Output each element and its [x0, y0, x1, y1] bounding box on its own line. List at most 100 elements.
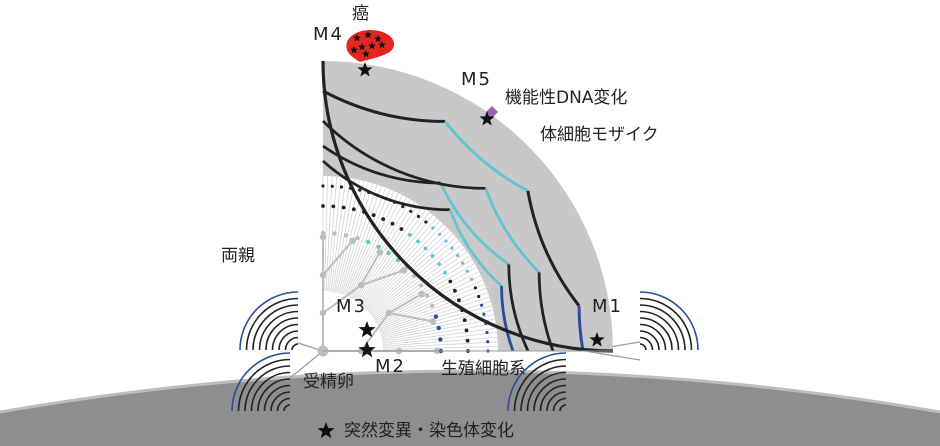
- cancer-cell-star: [374, 34, 382, 43]
- cell-dot: [371, 213, 376, 218]
- parent-arc: [250, 371, 291, 412]
- parent-arc: [639, 291, 699, 351]
- cell-node: [319, 309, 327, 317]
- parent-arc: [639, 304, 686, 351]
- cancer-cell-star: [353, 33, 361, 42]
- cell-dot: [320, 230, 326, 236]
- cell-dot: [343, 233, 349, 238]
- cell-dot: [351, 207, 356, 212]
- mutation-star: [358, 341, 376, 358]
- parent-arc: [257, 378, 291, 412]
- functional-dna-change-label: 機能性DNA変化: [505, 88, 628, 108]
- cell-node: [429, 318, 437, 325]
- mutation-star: [358, 321, 376, 338]
- cell-dot: [486, 340, 490, 344]
- tree-branch: [388, 293, 423, 314]
- cell-dot: [437, 262, 441, 266]
- lineage-arc: [321, 60, 614, 353]
- mutation-stars: [357, 62, 605, 358]
- mutation-star: [589, 332, 605, 347]
- m4-label: M4: [313, 24, 344, 45]
- parent-arc: [231, 352, 291, 412]
- parent-arc: [263, 384, 291, 412]
- lineage-arc: [526, 190, 581, 307]
- parent-arc: [271, 323, 299, 351]
- parent-arc: [559, 404, 567, 412]
- cancer-label: 癌: [352, 4, 369, 24]
- lineage-arc: [507, 264, 530, 352]
- parent-arc: [258, 310, 299, 351]
- radial-line: [348, 190, 400, 298]
- cell-dot: [477, 294, 481, 299]
- cell-dot: [399, 227, 404, 231]
- cell-node: [376, 249, 384, 256]
- cancer-cell-star: [364, 30, 372, 39]
- radial-line: [330, 174, 347, 292]
- parent-arc-right-lower: [507, 352, 567, 412]
- radial-line: [368, 235, 459, 313]
- parent-arc: [639, 336, 654, 351]
- lineage-arc: [322, 89, 446, 123]
- cell-dot: [409, 209, 413, 213]
- lineage-arc: [439, 182, 510, 266]
- cell-dot: [418, 283, 424, 288]
- cell-dot: [465, 269, 469, 273]
- cell-dot: [321, 204, 325, 208]
- parent-arc: [284, 336, 299, 351]
- cell-dot: [461, 261, 465, 265]
- cell-dot: [444, 239, 448, 243]
- cell-dot: [424, 293, 430, 298]
- parent-arc: [526, 371, 567, 412]
- radial-line: [349, 192, 405, 298]
- parent-arc: [639, 297, 693, 351]
- cell-dot: [473, 286, 477, 290]
- tree-branch: [322, 284, 362, 314]
- cell-dot: [390, 221, 395, 226]
- lineage-arc: [322, 159, 451, 212]
- cell-dot: [332, 231, 337, 236]
- somatic-mosaic-label: 体細胞モザイク: [540, 125, 659, 145]
- cell-dot: [462, 318, 467, 323]
- legend: 突然変異・染色体変化: [316, 421, 514, 441]
- tree-branch: [388, 312, 434, 323]
- cell-dot: [381, 217, 386, 222]
- cell-dot: [470, 277, 474, 281]
- cell-dot: [448, 279, 453, 284]
- lineage-arc: [448, 209, 503, 288]
- parent-arc: [244, 365, 291, 412]
- radial-line: [382, 327, 500, 344]
- dotted-arc: [320, 230, 444, 354]
- cell-node: [349, 237, 356, 245]
- radial-line: [342, 183, 383, 295]
- parent-arc: [639, 317, 673, 351]
- cell-dot: [424, 220, 428, 224]
- lineage-arc: [322, 144, 441, 185]
- radial-line: [338, 178, 370, 294]
- lineage-arc: [484, 187, 541, 274]
- cell-dot: [480, 303, 484, 307]
- radial-line: [341, 181, 379, 295]
- radial-line: [336, 177, 365, 293]
- parent-arc: [270, 391, 291, 412]
- parent-arc: [639, 330, 660, 351]
- cell-dot: [482, 312, 486, 316]
- radial-line: [361, 215, 439, 306]
- cell-dot: [450, 246, 454, 250]
- radial-line: [370, 242, 465, 315]
- radial-line: [379, 291, 491, 332]
- radial-line: [371, 246, 468, 317]
- parent-arc: [291, 343, 299, 351]
- radial-line: [381, 309, 497, 338]
- radial-line: [331, 175, 352, 292]
- radial-line: [327, 173, 338, 292]
- cell-dot: [438, 232, 442, 236]
- parent-arc: [552, 397, 567, 412]
- radial-line: [382, 322, 499, 343]
- cell-node: [418, 290, 425, 298]
- mutation-star: [357, 62, 373, 77]
- cell-dot: [355, 235, 360, 241]
- cell-dot: [401, 205, 405, 209]
- parent-arc: [252, 304, 299, 351]
- cell-dot: [431, 226, 435, 230]
